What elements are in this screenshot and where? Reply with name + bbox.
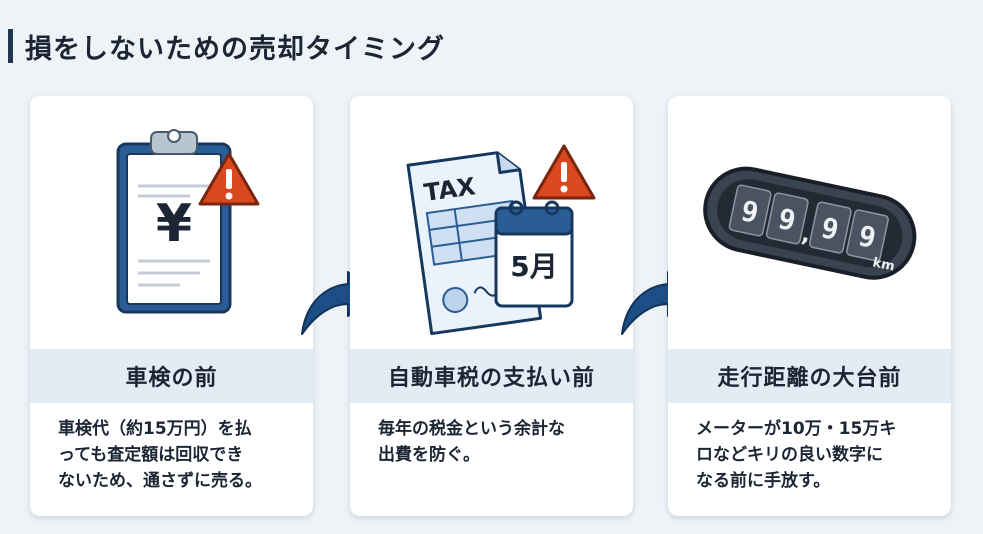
calendar-month-label: 5月 bbox=[510, 250, 557, 283]
odometer-digit: 9 bbox=[775, 202, 798, 238]
timing-card-shaken: ¥ 車検の前 車検代（約15万円）を払 っても査定額は回収でき ないため、通さず… bbox=[30, 96, 313, 516]
card-heading: 車検の前 bbox=[125, 366, 218, 391]
description-line: 出費を防ぐ。 bbox=[378, 445, 480, 465]
card-heading: 自動車税の支払い前 bbox=[387, 366, 595, 391]
description-line: なる前に手放す。 bbox=[696, 471, 831, 491]
card-heading-band: 自動車税の支払い前 bbox=[350, 349, 633, 403]
odometer-unit: km bbox=[871, 255, 896, 274]
description-line: 車検代（約15万円）を払 bbox=[58, 419, 252, 439]
clipboard-yen-warning-icon: ¥ bbox=[116, 129, 260, 314]
tax-document-calendar-warning-icon: TAX 5月 bbox=[406, 144, 596, 336]
card-description: メーターが10万・15万キ ロなどキリの良い数字に なる前に手放す。 bbox=[696, 416, 932, 494]
timing-card-mileage: 9 9 , 9 9 km 走行距離の大台前 メーターが10万・15万キ ロなどキ… bbox=[668, 96, 951, 516]
title-accent-bar bbox=[8, 29, 13, 63]
card-heading-band: 車検の前 bbox=[30, 349, 313, 403]
odometer-icon: 9 9 , 9 9 km bbox=[703, 166, 917, 280]
timing-card-tax: TAX 5月 自動車税の支払い前 毎年の税金という余計な 出費を防ぐ。 bbox=[350, 96, 633, 516]
card-description: 毎年の税金という余計な 出費を防ぐ。 bbox=[378, 416, 614, 468]
yen-symbol: ¥ bbox=[156, 194, 192, 254]
page-title: 損をしないための売却タイミング bbox=[25, 33, 445, 65]
card-heading: 走行距離の大台前 bbox=[717, 366, 902, 391]
description-line: 毎年の税金という余計な bbox=[378, 419, 565, 439]
odometer-digit: 9 bbox=[818, 211, 841, 247]
card-heading-band: 走行距離の大台前 bbox=[668, 349, 951, 403]
description-line: メーターが10万・15万キ bbox=[696, 419, 897, 439]
description-line: っても査定額は回収でき bbox=[58, 445, 244, 465]
odometer-digit: 9 bbox=[855, 219, 878, 255]
odometer-digit: 9 bbox=[738, 194, 761, 230]
description-line: ないため、通さずに売る。 bbox=[58, 471, 262, 491]
page-title-block: 損をしないための売却タイミング bbox=[8, 26, 445, 66]
card-description: 車検代（約15万円）を払 っても査定額は回収でき ないため、通さずに売る。 bbox=[58, 416, 294, 494]
description-line: ロなどキリの良い数字に bbox=[696, 445, 883, 465]
